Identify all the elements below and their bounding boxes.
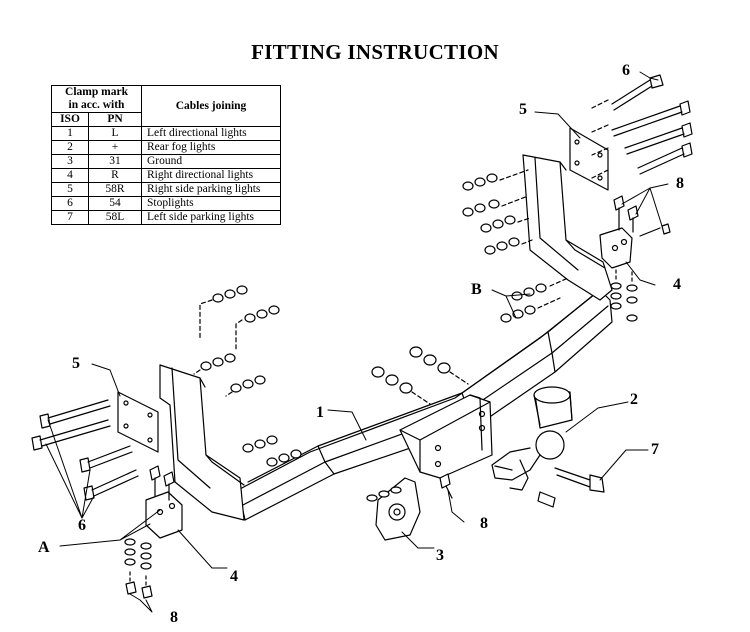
header-cables-joining: Cables joining bbox=[141, 85, 281, 127]
cell-pn: 58R bbox=[88, 182, 142, 197]
bolt-7 bbox=[537, 467, 605, 508]
callout-5-left: 5 bbox=[72, 355, 80, 372]
center-nut-washer-cluster bbox=[371, 346, 469, 405]
header-clamp-line2: in acc. with bbox=[68, 99, 125, 111]
right-small-bracket bbox=[599, 195, 671, 322]
callout-7: 7 bbox=[651, 441, 659, 458]
callout-8-center: 8 bbox=[480, 515, 488, 532]
leader-lines bbox=[45, 71, 669, 613]
callout-b: B bbox=[471, 281, 482, 298]
header-pn: PN bbox=[88, 112, 142, 127]
socket-bolt-8 bbox=[366, 473, 453, 502]
left-bracket-plate bbox=[117, 391, 159, 453]
cell-cable: Left side parking lights bbox=[141, 210, 281, 225]
table-header-row: Clamp mark in acc. with Cables joining bbox=[51, 85, 281, 127]
callout-6-top: 6 bbox=[622, 62, 630, 79]
callout-2: 2 bbox=[630, 391, 638, 408]
callout-8-right: 8 bbox=[676, 175, 684, 192]
right-side-arm bbox=[522, 154, 613, 301]
callout-1: 1 bbox=[316, 404, 324, 421]
left-small-bracket bbox=[124, 465, 183, 599]
left-side-arm bbox=[159, 364, 245, 521]
right-nut-washer-cluster bbox=[462, 169, 569, 323]
ball-mount-holder bbox=[399, 394, 493, 479]
cables-joining-table: Clamp mark in acc. with Cables joining I… bbox=[51, 85, 281, 225]
upper-right-bracket-plate bbox=[569, 127, 609, 191]
upper-bolts-6 bbox=[591, 74, 693, 179]
callout-3: 3 bbox=[436, 547, 444, 564]
callout-labels: 1 2 3 4 4 5 5 6 6 7 8 8 8 A B bbox=[38, 62, 684, 626]
header-clamp-mark: Clamp mark in acc. with bbox=[51, 85, 142, 113]
callout-6-left: 6 bbox=[78, 517, 86, 534]
table-row: 7 58L Left side parking lights bbox=[51, 210, 281, 225]
page-title: FITTING INSTRUCTION bbox=[251, 40, 499, 64]
table-row: 4 R Right directional lights bbox=[51, 168, 281, 183]
callout-4-right: 4 bbox=[673, 276, 681, 293]
cell-cable: Right side parking lights bbox=[141, 182, 281, 197]
callout-5-top: 5 bbox=[519, 101, 527, 118]
table-row: 6 54 Stoplights bbox=[51, 196, 281, 211]
cell-pn: 58L bbox=[88, 210, 142, 225]
callout-4-left: 4 bbox=[230, 568, 238, 585]
header-clamp-line1: Clamp mark bbox=[65, 86, 128, 98]
tow-ball bbox=[491, 386, 573, 491]
table-row: 5 58R Right side parking lights bbox=[51, 182, 281, 197]
cell-cable: Right directional lights bbox=[141, 168, 281, 183]
left-nut-washer-cluster bbox=[193, 285, 302, 467]
callout-8-bottom: 8 bbox=[170, 609, 178, 626]
callout-a: A bbox=[38, 539, 50, 556]
